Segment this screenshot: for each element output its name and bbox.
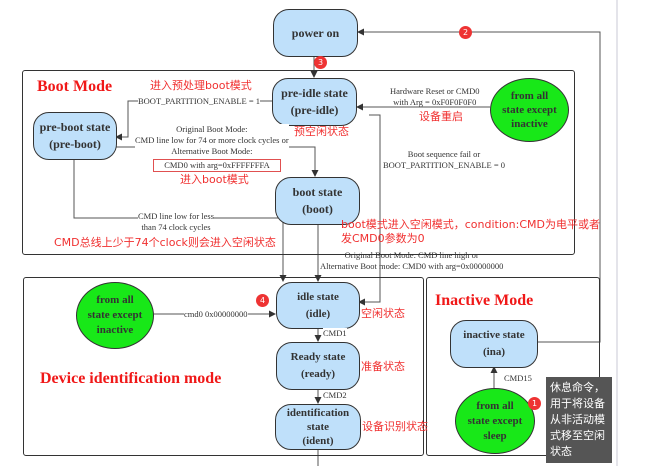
tooltip-line: 从非活动模 bbox=[550, 413, 605, 426]
badge-1[interactable]: 1 bbox=[528, 397, 541, 410]
annotation-reset: 设备重启 bbox=[419, 110, 463, 123]
orig-boot-label: Original Boot Mode:CMD line low for 74 o… bbox=[135, 124, 289, 157]
badge-2[interactable]: 2 bbox=[459, 26, 472, 39]
state-label: pre-boot state bbox=[39, 120, 111, 134]
tooltip-line: 用于将设备 bbox=[550, 397, 605, 410]
idle-state: idle state (idle) bbox=[276, 282, 360, 329]
state-abbr: (idle) bbox=[305, 307, 331, 320]
tooltip-line: 式移至空闲 bbox=[550, 429, 605, 442]
state-label: power on bbox=[291, 25, 340, 40]
state-abbr: (ident) bbox=[302, 435, 334, 447]
label-line: CMD line low for less bbox=[138, 211, 215, 221]
annotation-cmd-less: CMD总线上少于74个clock则会进入空闲状态 bbox=[54, 236, 276, 249]
cmd0-zero-label: cmd0 0x00000000 bbox=[184, 309, 248, 320]
inactive-mode-frame bbox=[426, 277, 600, 456]
source-label: from all bbox=[96, 294, 134, 306]
source-label: from all bbox=[510, 90, 549, 102]
cmd1-label: CMD1 bbox=[323, 328, 347, 339]
tooltip: 休息命令， 用于将设备 从非活动模 式移至空闲 状态 bbox=[546, 377, 612, 463]
state-label: pre-idle state bbox=[281, 86, 348, 100]
state-label: identification bbox=[286, 407, 350, 419]
source-label: from all bbox=[476, 399, 514, 412]
boot-partition-1-label: BOOT_PARTITION_ENABLE = 1 bbox=[138, 96, 261, 107]
device-identification-frame bbox=[23, 277, 424, 456]
label-line: Alternative Boot Mode: bbox=[171, 146, 253, 156]
inactive-state: inactive state (ina) bbox=[450, 320, 538, 368]
state-abbr: (ready) bbox=[300, 368, 335, 380]
pre-boot-state: pre-boot state (pre-boot) bbox=[33, 112, 117, 160]
boot-state: boot state (boot) bbox=[275, 177, 360, 225]
label-line: than 74 clock cycles bbox=[141, 222, 211, 232]
cmd15-label: CMD15 bbox=[504, 373, 532, 384]
inactive-mode-title: Inactive Mode bbox=[435, 292, 534, 309]
cmd0-fffffffa-label: CMD0 with arg=0xFFFFFFFA bbox=[153, 159, 281, 172]
state-label: idle state bbox=[297, 290, 339, 303]
ready-state: Ready state (ready) bbox=[276, 342, 360, 390]
ident-state: identification state (ident) bbox=[275, 404, 361, 450]
device-from-all-source: from all state except inactive bbox=[76, 282, 154, 349]
annotation-idle: 空闲状态 bbox=[361, 307, 405, 320]
source-label: state except bbox=[467, 414, 523, 427]
annotation-pre-idle: 预空闲状态 bbox=[294, 125, 349, 138]
boot-from-all-source: from all state except inactive bbox=[490, 78, 569, 142]
boot-mode-title: Boot Mode bbox=[37, 78, 113, 95]
state-abbr: (boot) bbox=[302, 202, 333, 216]
label-line: Boot sequence fail or bbox=[407, 149, 481, 159]
source-label: sleep bbox=[483, 429, 507, 442]
annotation-line: 发CMD0参数为0 bbox=[341, 232, 425, 245]
annotation-ready: 准备状态 bbox=[361, 360, 405, 373]
annotation-line: boot模式进入空闲模式，condition:CMD为电平或者 bbox=[341, 218, 600, 231]
cmd2-label: CMD2 bbox=[323, 390, 347, 401]
label-line: with Arg = 0xF0F0F0F0 bbox=[393, 97, 477, 107]
sleep-from-all-source: from all state except sleep bbox=[455, 388, 535, 454]
annotation-preprocess: 进入预处理boot模式 bbox=[150, 79, 252, 92]
device-mode-title: Device identification mode bbox=[40, 370, 222, 387]
pre-idle-state: pre-idle state (pre-idle) bbox=[272, 78, 357, 126]
scroll-divider bbox=[616, 0, 618, 466]
badge-3[interactable]: 3 bbox=[314, 56, 327, 69]
source-label: inactive bbox=[511, 118, 548, 130]
label-line: Original Boot Mode: bbox=[176, 124, 248, 134]
state-label: state bbox=[307, 421, 329, 433]
annotation-boot-idle: boot模式进入空闲模式，condition:CMD为电平或者发CMD0参数为0 bbox=[341, 218, 600, 246]
annotation-ident: 设备识别状态 bbox=[362, 420, 428, 433]
state-label: boot state bbox=[292, 185, 343, 199]
label-line: Original Boot Mode: CMD line high or bbox=[344, 250, 479, 260]
state-label: Ready state bbox=[290, 351, 346, 363]
source-label: state except bbox=[502, 104, 557, 116]
state-label: inactive state bbox=[463, 329, 525, 341]
boot-mode-frame bbox=[22, 70, 575, 255]
label-line: Alternative Boot mode: CMD0 with arg=0x0… bbox=[320, 261, 504, 271]
state-abbr: (pre-idle) bbox=[290, 103, 339, 117]
power-on-state: power on bbox=[273, 9, 358, 57]
tooltip-line: 休息命令， bbox=[550, 381, 605, 394]
label-line: Hardware Reset or CMD0 bbox=[390, 86, 480, 96]
badge-4[interactable]: 4 bbox=[256, 294, 269, 307]
tooltip-line: 状态 bbox=[550, 445, 572, 458]
label-line: BOOT_PARTITION_ENABLE = 0 bbox=[383, 160, 506, 170]
state-abbr: (pre-boot) bbox=[49, 137, 101, 151]
state-abbr: (ina) bbox=[483, 346, 505, 358]
label-line: CMD line low for 74 or more clock cycles… bbox=[135, 135, 289, 145]
source-label: state except bbox=[87, 309, 143, 321]
annotation-enter-boot: 进入boot模式 bbox=[180, 173, 249, 186]
source-label: inactive bbox=[96, 324, 134, 336]
